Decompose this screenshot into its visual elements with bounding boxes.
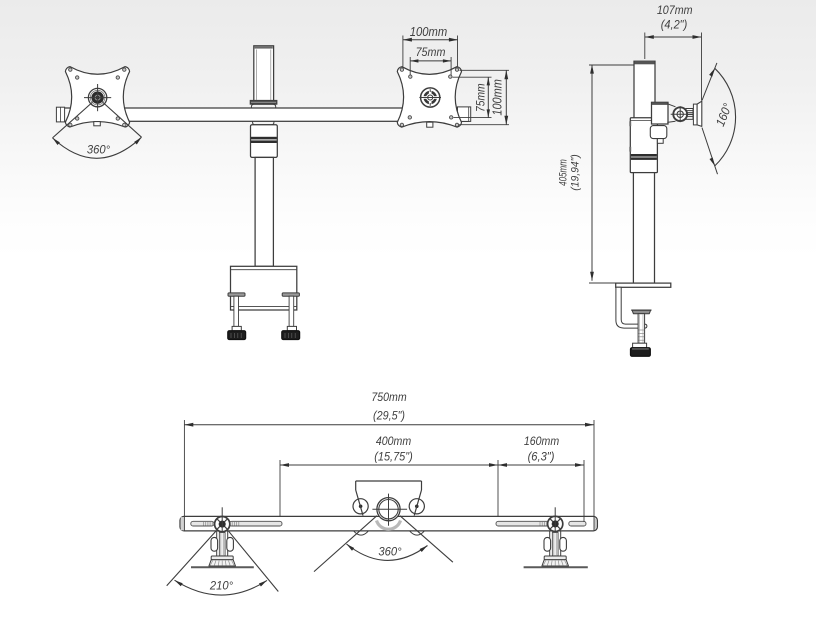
svg-text:750mm: 750mm <box>371 390 406 404</box>
svg-text:100mm: 100mm <box>410 24 448 39</box>
svg-text:100mm: 100mm <box>490 79 505 116</box>
svg-text:75mm: 75mm <box>416 47 446 59</box>
svg-text:360°: 360° <box>378 545 401 559</box>
svg-text:(29,5"): (29,5") <box>373 408 405 422</box>
svg-text:75mm: 75mm <box>475 83 487 112</box>
svg-text:360°: 360° <box>87 143 110 157</box>
svg-text:160mm: 160mm <box>524 434 559 448</box>
svg-text:400mm: 400mm <box>376 434 411 448</box>
svg-text:(4,2"): (4,2") <box>661 18 688 32</box>
svg-text:(6,3"): (6,3") <box>528 450 555 464</box>
svg-text:(15,75"): (15,75") <box>374 450 413 464</box>
svg-text:405mm: 405mm <box>558 159 570 186</box>
svg-text:107mm: 107mm <box>657 3 693 17</box>
svg-text:(19,94"): (19,94") <box>569 154 581 191</box>
svg-text:160°: 160° <box>713 101 735 128</box>
svg-text:210°: 210° <box>209 579 233 593</box>
